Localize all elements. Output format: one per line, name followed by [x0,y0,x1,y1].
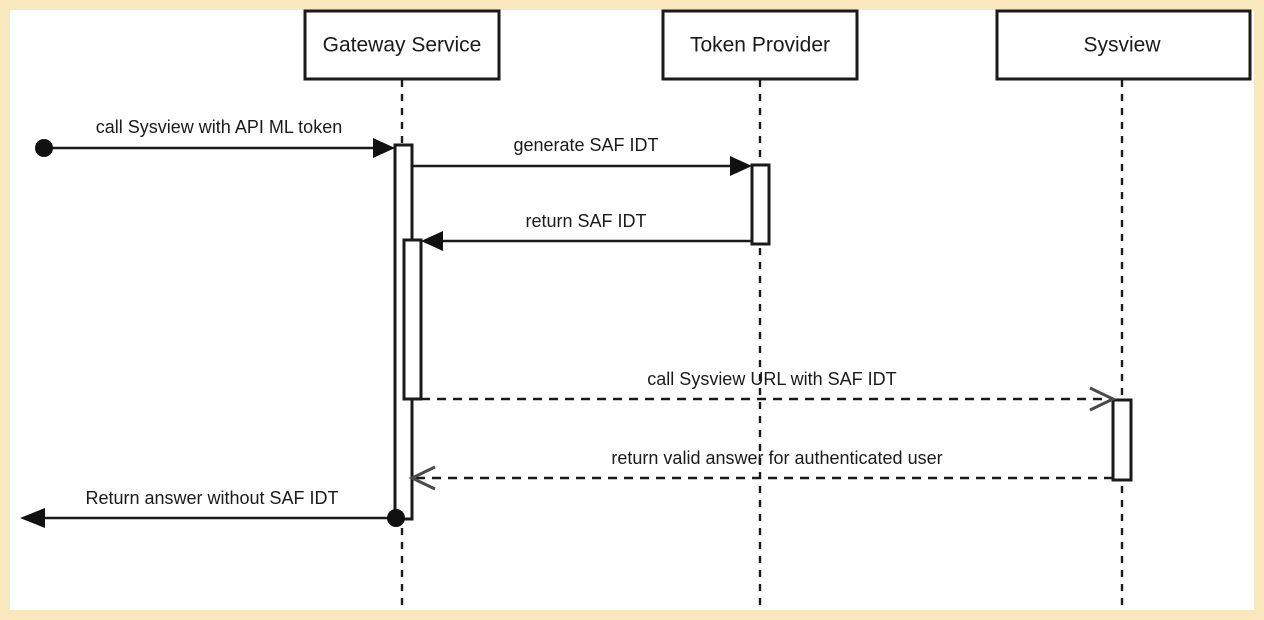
message-arrowhead-4 [1089,386,1117,412]
message-call-sysview-url-with-saf-idt[interactable]: call Sysview URL with SAF IDT [421,369,1117,412]
participant-box-sysview[interactable] [995,9,1252,81]
message-label-3: return SAF IDT [525,211,646,231]
activation-bar-gateway-nested[interactable] [402,238,423,401]
participant-label-token: Token Provider [690,34,830,57]
message-arrowhead-2 [730,156,752,176]
page-frame-top [0,0,1264,10]
message-arrowhead-6 [20,508,45,528]
page-frame-bottom [0,610,1264,620]
participant-sysview[interactable]: Sysview [995,9,1252,81]
message-arrowhead-3 [421,231,443,251]
participant-box-token[interactable] [661,9,859,81]
message-label-5: return valid answer for authenticated us… [611,448,942,468]
message-generate-saf-idt[interactable]: generate SAF IDT [412,135,752,176]
message-arrowhead-5 [408,465,436,491]
page-frame-left [0,0,10,620]
activation-bar-token[interactable] [750,163,771,246]
message-call-sysview-with-apiml-token[interactable]: call Sysview with API ML token [44,117,395,158]
message-arrowhead-1 [373,138,395,158]
end-point-dot [387,509,405,527]
page-frame-right [1254,0,1264,620]
participant-gateway[interactable]: Gateway Service [303,9,501,81]
participant-label-sysview: Sysview [1083,34,1161,57]
activation-bar-sysview[interactable] [1111,398,1133,482]
message-return-valid-answer[interactable]: return valid answer for authenticated us… [408,448,1113,491]
message-return-saf-idt[interactable]: return SAF IDT [421,211,752,251]
message-label-4: call Sysview URL with SAF IDT [647,369,896,389]
message-label-6: Return answer without SAF IDT [85,488,338,508]
message-label-1: call Sysview with API ML token [96,117,342,137]
participant-box-gateway[interactable] [303,9,501,81]
message-label-2: generate SAF IDT [513,135,658,155]
start-point-dot [35,139,53,157]
participant-token[interactable]: Token Provider [661,9,859,81]
participant-label-gateway: Gateway Service [323,34,482,57]
message-return-answer-without-saf-idt[interactable]: Return answer without SAF IDT [20,488,396,528]
